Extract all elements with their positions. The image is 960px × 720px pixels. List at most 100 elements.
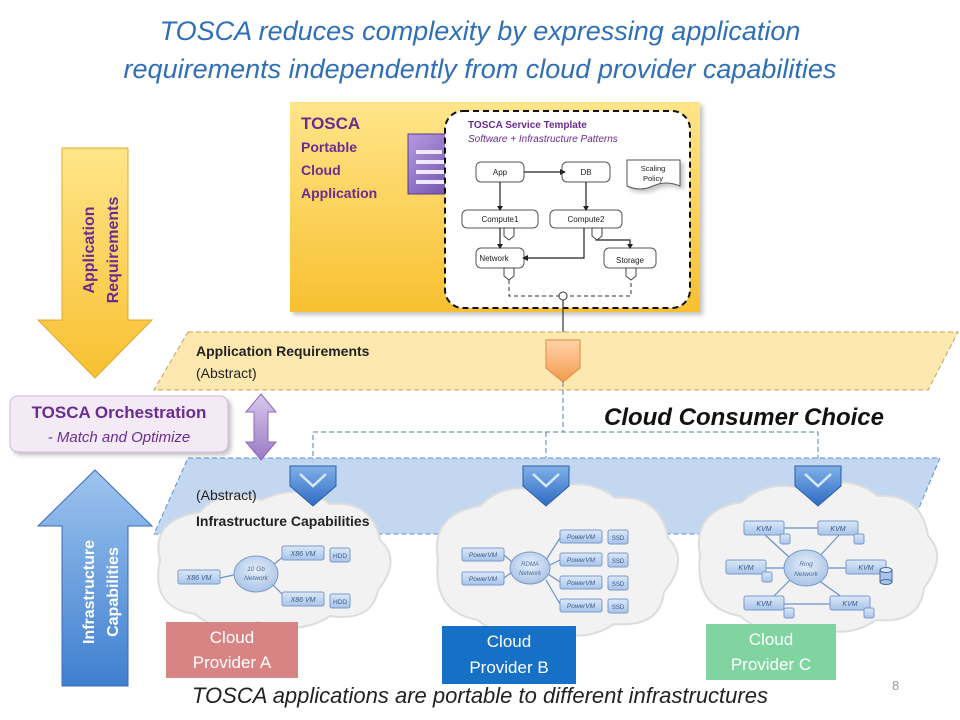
node-compute1: Compute1 bbox=[461, 209, 539, 229]
vm-box bbox=[559, 598, 603, 613]
service-template-subtitle: Software + Infrastructure Patterns bbox=[468, 134, 618, 145]
network-icon bbox=[233, 555, 279, 593]
provider-a-network-line: 10 Gb bbox=[247, 566, 265, 573]
provider-b-network-line: RDMA bbox=[521, 562, 539, 568]
provider-c-vm-label: KVM bbox=[738, 565, 753, 572]
capability-chevron-c bbox=[794, 465, 842, 507]
provider-c-vm-label: KVM bbox=[858, 565, 873, 572]
provider-c-vm-label: KVM bbox=[756, 526, 771, 533]
vm-box bbox=[461, 547, 505, 562]
node-app: App bbox=[475, 161, 525, 183]
vm-box bbox=[559, 575, 603, 590]
provider-b-label-line: Cloud bbox=[487, 632, 531, 651]
infrastructure-capabilities-arrow: Infrastructure Capabilities bbox=[36, 469, 154, 687]
network-icon bbox=[783, 549, 829, 587]
template-endpoint bbox=[558, 291, 568, 301]
provider-b-network-line: Network bbox=[519, 571, 542, 577]
vm-box bbox=[725, 559, 767, 575]
disk-icon bbox=[607, 575, 629, 591]
app-req-arrow-line: Requirements bbox=[105, 197, 122, 304]
title-line-1: TOSCA reduces complexity by expressing a… bbox=[159, 16, 801, 46]
provider-c-label-line: Provider C bbox=[731, 655, 811, 674]
app-req-arrow-line: Application bbox=[81, 206, 98, 293]
disk-icon bbox=[853, 533, 865, 545]
node-compute2: Compute2 bbox=[549, 209, 623, 229]
capability-chevron-a bbox=[289, 465, 337, 507]
node-storage: Storage bbox=[603, 247, 657, 269]
provider-b-vm-label: PowerVM bbox=[469, 576, 498, 583]
template-dashed-collector bbox=[508, 280, 632, 297]
provider-b-label-line: Provider B bbox=[469, 658, 548, 677]
vm-box bbox=[743, 520, 785, 536]
provider-c-label: Cloud Provider C bbox=[706, 624, 836, 680]
disk-icon bbox=[607, 552, 629, 568]
storage-cylinder-icon bbox=[879, 567, 893, 585]
provider-a-vm-label: X86 VM bbox=[186, 575, 212, 582]
page-number: 8 bbox=[892, 678, 900, 693]
infra-band-line2: Infrastructure Capabilities bbox=[196, 513, 370, 529]
node-app-label: App bbox=[493, 168, 508, 177]
provider-a-network-line: Network bbox=[244, 575, 269, 582]
provider-a-label-line: Cloud bbox=[210, 628, 254, 647]
provider-c-network-line: Network bbox=[794, 571, 819, 578]
provider-a-disk-label: HDD bbox=[333, 599, 347, 606]
app-req-band-line2: (Abstract) bbox=[196, 365, 257, 381]
application-requirements-arrow: Application Requirements bbox=[36, 147, 154, 379]
provider-b-vm-label: PowerVM bbox=[567, 534, 596, 541]
provider-c-vm-label: KVM bbox=[842, 601, 857, 608]
disk-icon bbox=[779, 533, 791, 545]
vm-box bbox=[281, 591, 325, 607]
provider-b-disk-label: SSD bbox=[612, 536, 625, 542]
footer-caption: TOSCA applications are portable to diffe… bbox=[192, 683, 768, 708]
node-storage-label: Storage bbox=[616, 256, 645, 265]
disk-icon bbox=[761, 571, 773, 583]
node-compute1-label: Compute1 bbox=[482, 215, 519, 224]
page-title: TOSCA reduces complexity by expressing a… bbox=[0, 12, 960, 88]
disk-icon bbox=[329, 547, 351, 563]
tosca-box-line: Application bbox=[301, 185, 377, 201]
provider-b-disk-label: SSD bbox=[612, 559, 625, 565]
node-compute2-label: Compute2 bbox=[568, 215, 605, 224]
orchestration-title: TOSCA Orchestration bbox=[32, 403, 207, 422]
orchestration-subtitle: - Match and Optimize bbox=[48, 429, 191, 446]
tosca-orchestration-box: TOSCA Orchestration - Match and Optimize bbox=[9, 395, 229, 453]
scaling-policy-line: Scaling bbox=[641, 164, 666, 173]
vm-box bbox=[559, 529, 603, 544]
provider-b-disk-label: SSD bbox=[612, 605, 625, 611]
vm-box bbox=[743, 595, 785, 611]
provider-b-disk-label: SSD bbox=[612, 582, 625, 588]
tosca-box-title: TOSCA bbox=[301, 114, 360, 133]
node-db: DB bbox=[561, 161, 611, 183]
provider-c-topology: Ring Network KVM KVM KVM KVM KVM KVM bbox=[725, 520, 893, 619]
service-template: TOSCA Service Template Software + Infras… bbox=[444, 110, 691, 309]
provider-a-disk-label: HDD bbox=[333, 553, 347, 560]
provider-a-vm-label: X86 VM bbox=[290, 551, 316, 558]
disk-icon bbox=[863, 607, 875, 619]
tosca-box-line: Portable bbox=[301, 139, 357, 155]
provider-c-vm-label: KVM bbox=[830, 526, 845, 533]
scaling-policy-note: Scaling Policy bbox=[626, 159, 681, 190]
scaling-policy-line: Policy bbox=[643, 174, 663, 183]
vm-box bbox=[281, 545, 325, 561]
vm-box bbox=[817, 520, 859, 536]
network-icon bbox=[509, 551, 551, 585]
node-db-label: DB bbox=[580, 168, 591, 177]
app-req-band-line1: Application Requirements bbox=[196, 343, 370, 359]
provider-b-vm-label: PowerVM bbox=[469, 552, 498, 559]
template-connectors bbox=[499, 171, 631, 259]
provider-a-vm-label: X86 VM bbox=[290, 597, 316, 604]
requirement-tabs bbox=[503, 227, 637, 281]
node-network: Network bbox=[475, 247, 525, 269]
tosca-box-line: Cloud bbox=[301, 162, 341, 178]
provider-c-vm-label: KVM bbox=[756, 601, 771, 608]
infra-cap-arrow-line: Capabilities bbox=[105, 547, 122, 637]
provider-b-label: Cloud Provider B bbox=[442, 626, 576, 684]
disk-icon bbox=[607, 529, 629, 545]
disk-icon bbox=[783, 607, 795, 619]
disk-icon bbox=[607, 598, 629, 614]
vm-box bbox=[559, 552, 603, 567]
provider-b-vm-label: PowerVM bbox=[567, 557, 596, 564]
match-double-arrow-icon bbox=[244, 393, 278, 461]
vm-box bbox=[177, 569, 221, 585]
